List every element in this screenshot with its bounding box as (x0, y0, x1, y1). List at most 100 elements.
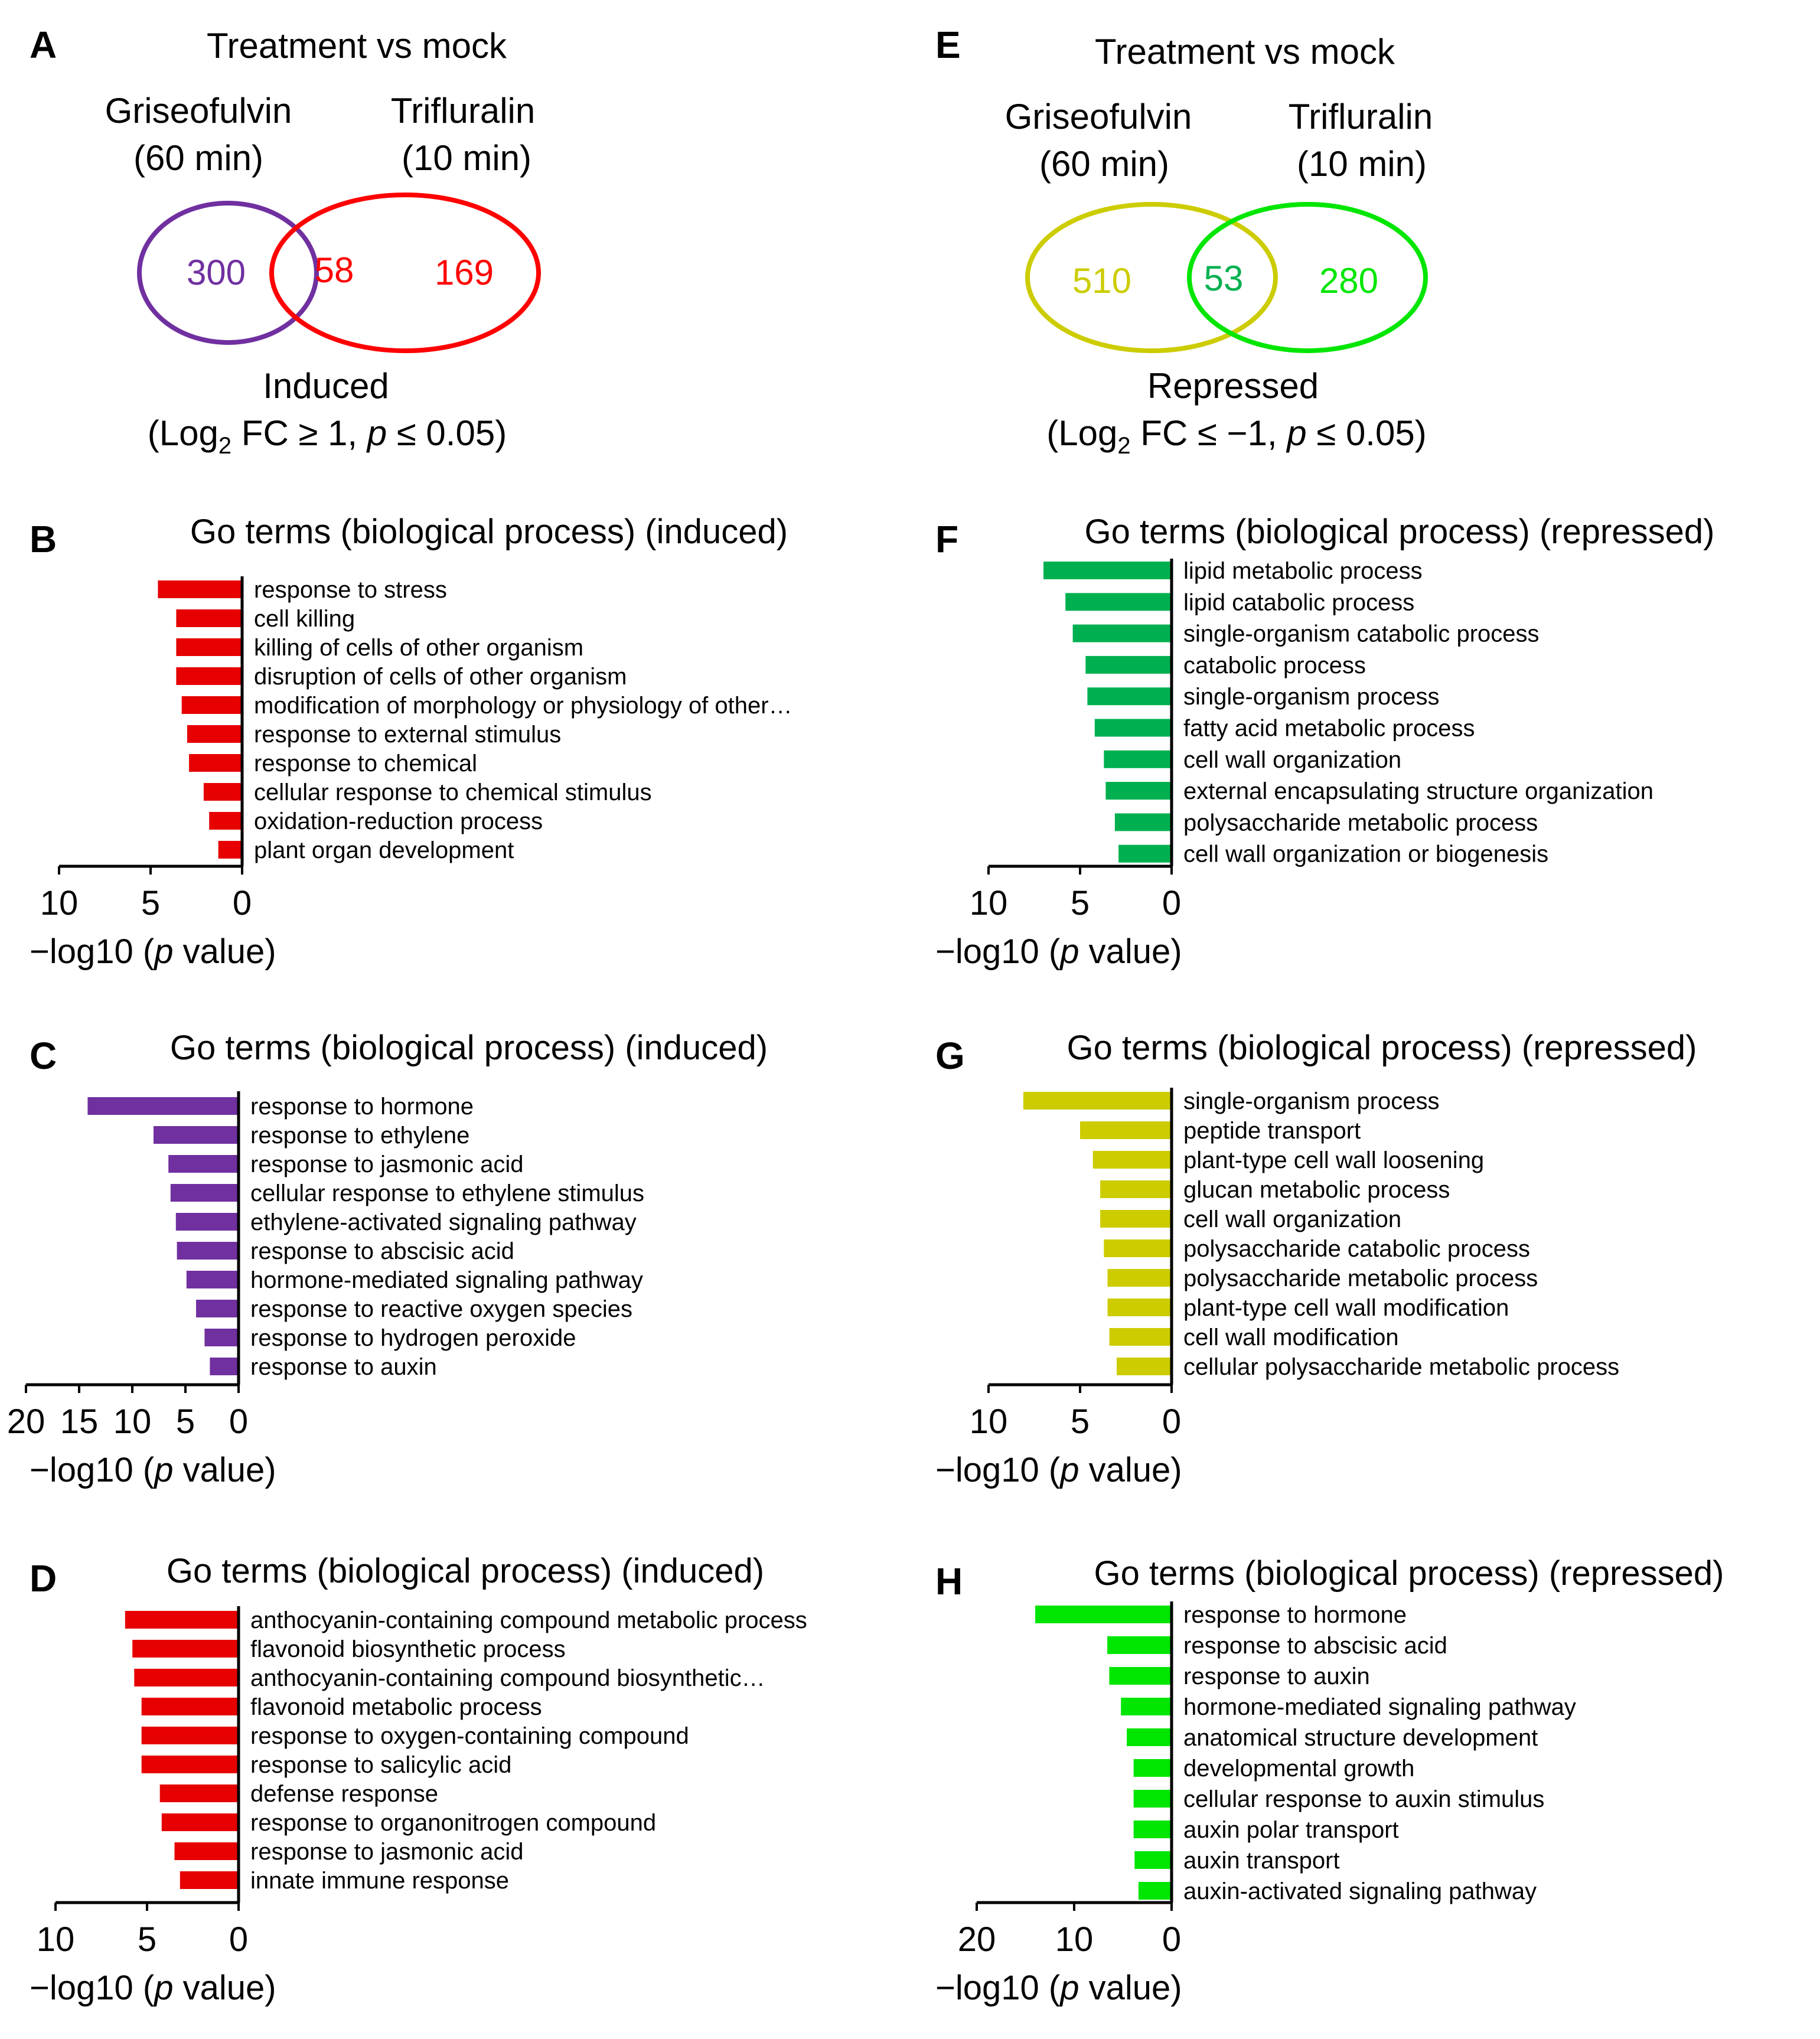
bar-f-9 (1114, 813, 1172, 831)
x-tick-label-g-0: 0 (1162, 1402, 1181, 1441)
bar-f-5 (1087, 687, 1172, 706)
category-label-b-8: cellular response to chemical stimulus (254, 779, 652, 805)
venn-e-caption: Repressed (1147, 366, 1319, 406)
category-label-d-8: response to organonitrogen compound (250, 1810, 656, 1836)
category-label-c-8: response to reactive oxygen species (250, 1296, 632, 1322)
bar-g-2 (1080, 1121, 1172, 1139)
category-label-b-9: oxidation-reduction process (254, 808, 543, 834)
bar-f-6 (1094, 719, 1172, 737)
category-label-g-10: cellular polysaccharide metabolic proces… (1183, 1354, 1619, 1380)
bar-d-10 (180, 1871, 239, 1889)
bar-b-4 (176, 667, 242, 685)
x-tick-label-h-0: 0 (1162, 1920, 1181, 1959)
category-label-c-7: hormone-mediated signaling pathway (250, 1267, 643, 1293)
bar-c-2 (154, 1126, 239, 1144)
category-label-d-7: defense response (250, 1781, 438, 1807)
category-label-b-10: plant organ development (254, 837, 514, 863)
bar-h-9 (1134, 1851, 1172, 1869)
bar-b-7 (189, 754, 242, 772)
category-label-h-10: auxin-activated signaling pathway (1183, 1878, 1537, 1904)
category-label-f-7: cell wall organization (1183, 747, 1401, 773)
venn-e-overlap-count: 53 (1204, 259, 1244, 298)
bar-h-2 (1107, 1636, 1172, 1654)
category-label-c-2: response to ethylene (250, 1123, 469, 1149)
venn-a-right-sublabel: (10 min) (402, 138, 531, 178)
category-label-g-7: polysaccharide metabolic process (1183, 1265, 1538, 1291)
bar-h-1 (1035, 1606, 1172, 1623)
x-tick-label-b-10: 10 (40, 884, 79, 922)
bar-d-8 (161, 1813, 239, 1831)
category-label-b-2: cell killing (254, 606, 355, 632)
venn-a-right-circle (269, 193, 541, 353)
category-label-f-6: fatty acid metabolic process (1183, 716, 1475, 742)
chart-title-f: Go terms (biological process) (repressed… (1085, 513, 1715, 551)
bar-g-6 (1104, 1239, 1172, 1257)
bar-f-2 (1065, 593, 1172, 611)
bar-g-9 (1109, 1328, 1172, 1346)
venn-e-right-label: Trifluralin (1289, 97, 1433, 136)
category-label-d-5: response to oxygen-containing compound (250, 1723, 689, 1749)
x-tick-label-c-10: 10 (113, 1402, 152, 1441)
bar-d-6 (141, 1756, 239, 1773)
venn-a-right-label: Trifluralin (391, 91, 535, 131)
venn-a-title: Treatment vs mock (207, 26, 507, 66)
category-label-b-3: killing of cells of other organism (254, 635, 583, 661)
category-label-f-4: catabolic process (1183, 653, 1366, 678)
x-tick-label-b-0: 0 (233, 884, 252, 922)
bar-b-10 (218, 841, 242, 859)
x-tick-label-h-20: 20 (958, 1920, 996, 1959)
venn-panel-a: A Treatment vs mock Griseofulvin (60 min… (30, 24, 541, 459)
category-label-d-4: flavonoid metabolic process (250, 1694, 542, 1720)
category-label-b-4: disruption of cells of other organism (254, 664, 627, 690)
bar-d-4 (141, 1698, 239, 1715)
category-label-f-1: lipid metabolic process (1183, 558, 1423, 584)
category-label-f-2: lipid catabolic process (1183, 589, 1414, 615)
x-axis-label-c: −log10 (p value) (30, 1451, 276, 1489)
x-tick-label-d-5: 5 (138, 1920, 156, 1959)
bar-d-9 (174, 1842, 239, 1860)
bar-h-7 (1133, 1790, 1172, 1808)
category-label-c-1: response to hormone (250, 1094, 474, 1120)
venn-e-left-circle (1025, 202, 1278, 353)
bar-g-8 (1107, 1299, 1172, 1316)
x-axis-label-b: −log10 (p value) (30, 932, 276, 971)
chart-title-d: Go terms (biological process) (induced) (167, 1552, 764, 1590)
x-tick-label-c-5: 5 (176, 1402, 195, 1441)
bar-d-5 (141, 1727, 239, 1744)
venn-a-left-label: Griseofulvin (105, 91, 292, 131)
x-axis-label-g: −log10 (p value) (935, 1451, 1182, 1489)
venn-e-criteria: (Log2 FC ≤ −1, p ≤ 0.05) (1046, 413, 1426, 459)
category-label-h-6: developmental growth (1183, 1756, 1414, 1782)
bar-b-2 (176, 609, 242, 627)
x-tick-label-d-10: 10 (37, 1920, 75, 1959)
x-tick-label-h-10: 10 (1055, 1920, 1094, 1959)
category-label-g-4: glucan metabolic process (1183, 1177, 1450, 1203)
bar-h-8 (1133, 1821, 1172, 1838)
bar-c-3 (168, 1155, 239, 1173)
category-label-d-10: innate immune response (250, 1868, 509, 1894)
bar-g-5 (1100, 1210, 1172, 1228)
chart-title-b: Go terms (biological process) (induced) (190, 513, 788, 551)
x-axis-label-d: −log10 (p value) (30, 1969, 276, 2007)
venn-e-right-count: 280 (1319, 261, 1378, 301)
bar-g-3 (1092, 1151, 1172, 1169)
chart-panel-d: D Go terms (biological process) (induced)… (30, 1552, 807, 2007)
panel-letter-c: C (30, 1035, 57, 1077)
bar-f-7 (1104, 750, 1172, 768)
x-tick-label-c-15: 15 (60, 1402, 99, 1441)
category-label-d-6: response to salicylic acid (250, 1752, 511, 1778)
category-label-c-4: cellular response to ethylene stimulus (250, 1180, 644, 1206)
bar-d-2 (132, 1640, 239, 1658)
panel-letter-d: D (30, 1557, 57, 1600)
x-tick-label-c-20: 20 (7, 1402, 45, 1441)
panel-letter-e: E (935, 24, 961, 66)
venn-a-caption: Induced (263, 366, 389, 406)
bar-c-8 (196, 1300, 239, 1317)
bar-g-1 (1023, 1092, 1172, 1110)
